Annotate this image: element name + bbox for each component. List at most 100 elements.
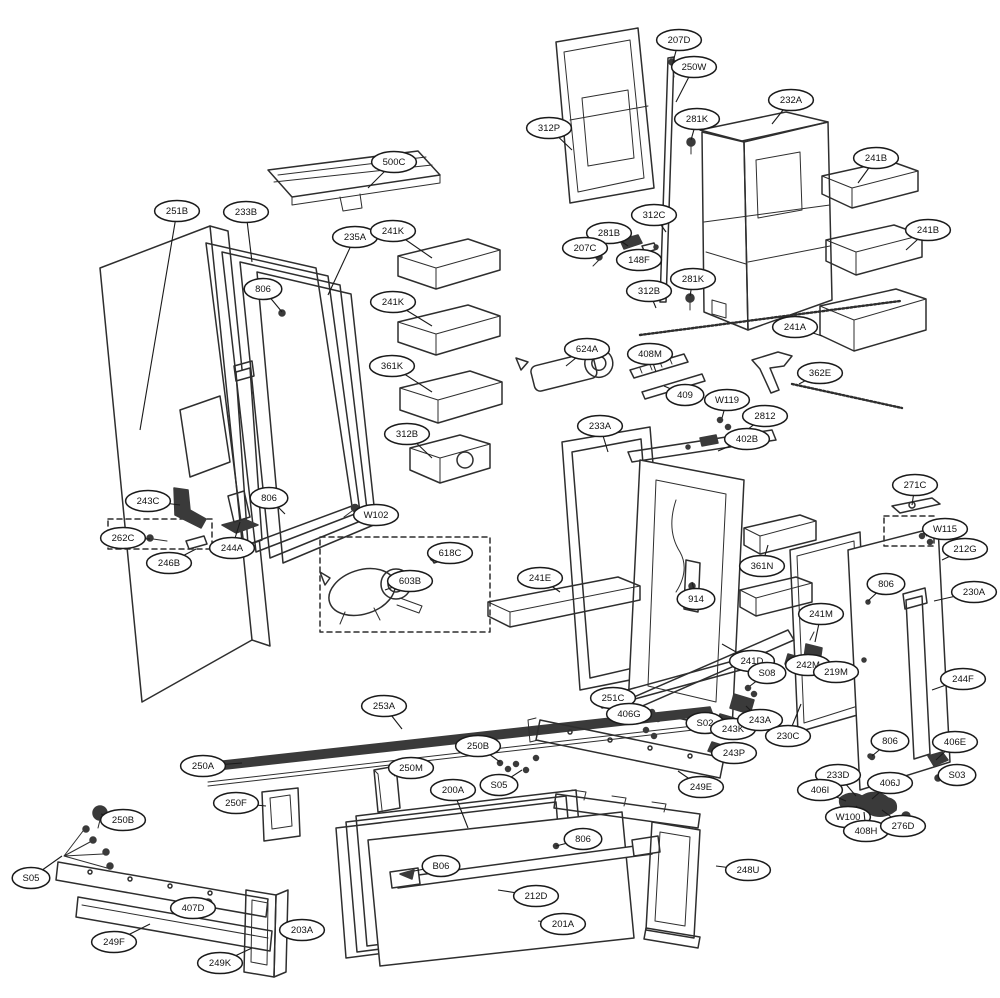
part-label-914: 914 (676, 581, 716, 611)
part-label-W115: W115 (921, 517, 969, 541)
label-bubble (673, 107, 721, 131)
label-bubble (169, 896, 217, 920)
label-bubble (421, 854, 461, 878)
label-bubble (891, 473, 939, 497)
label-text: 2812 (754, 411, 775, 422)
label-text: 250M (399, 763, 423, 774)
label-bubble (741, 404, 789, 428)
label-bubble (563, 827, 603, 851)
label-text: 281K (682, 274, 705, 285)
part-label-148F: 148F (615, 248, 663, 272)
label-bubble (866, 771, 914, 795)
label-bubble (212, 791, 260, 815)
label-text: 243C (137, 496, 160, 507)
label-text: 235A (344, 232, 367, 243)
label-bubble (429, 778, 477, 802)
part-label-407D: 407D (169, 896, 217, 920)
part-label-212G: 212G (941, 537, 989, 561)
label-text: 806 (261, 493, 277, 504)
label-text: S08 (759, 668, 776, 679)
part-label-281K: 281K (669, 267, 717, 297)
label-bubble (723, 427, 771, 451)
label-text: 406E (944, 737, 966, 748)
part-label-624A: 624A (563, 337, 611, 367)
label-text: 406I (811, 785, 830, 796)
label-bubble (665, 383, 705, 407)
label-text: 233A (589, 421, 612, 432)
part-label-250B: 250B (454, 734, 502, 763)
label-bubble (11, 866, 51, 890)
label-bubble (879, 814, 927, 838)
part-label-250W: 250W (670, 55, 718, 103)
part-label-203A: 203A (278, 918, 326, 942)
label-bubble (676, 587, 716, 611)
label-text: 312C (643, 210, 666, 221)
label-text: 281B (598, 228, 620, 239)
label-bubble (736, 708, 784, 732)
label-bubble (625, 279, 673, 303)
label-text: 212G (953, 544, 976, 555)
label-text: 244F (952, 674, 974, 685)
part-label-806: 806 (866, 572, 906, 602)
part-label-500C: 500C (367, 150, 418, 189)
label-bubble (812, 660, 860, 684)
part-label-806: 806 (555, 827, 603, 851)
part-label-241A: 241A (771, 315, 823, 339)
label-bubble (866, 572, 906, 596)
label-text: 618C (439, 548, 462, 559)
label-bubble (370, 150, 418, 174)
upper-hinge-bracket (883, 497, 941, 547)
label-bubble (921, 517, 969, 541)
label-bubble (771, 315, 819, 339)
label-bubble (796, 778, 844, 802)
label-bubble (585, 221, 633, 245)
label-text: 253A (373, 701, 396, 712)
part-label-312B: 312B (383, 422, 433, 459)
label-text: 243A (749, 715, 772, 726)
part-label-244A: 244A (208, 521, 256, 560)
label-bubble (852, 146, 900, 170)
support-rod (638, 299, 904, 410)
label-text: 241A (784, 322, 807, 333)
part-label-248U: 248U (715, 858, 772, 882)
part-label-249E: 249E (677, 770, 725, 799)
part-label-S08: S08 (747, 661, 787, 687)
part-label-271C: 271C (891, 473, 939, 506)
label-text: 402B (736, 434, 758, 445)
label-bubble (352, 503, 400, 527)
part-label-281B: 281B (585, 221, 633, 247)
part-label-241B: 241B (852, 146, 900, 184)
part-label-408M: 408M (626, 342, 674, 373)
right-support-bracket (553, 789, 701, 949)
part-label-262C: 262C (99, 526, 151, 550)
label-text: 242M (796, 660, 820, 671)
label-bubble (539, 912, 587, 936)
label-text: 207D (668, 35, 691, 46)
label-text: 230C (777, 731, 800, 742)
label-text: 408M (638, 349, 662, 360)
label-text: 203A (291, 925, 314, 936)
label-bubble (368, 354, 416, 378)
label-text: W100 (836, 812, 861, 823)
label-text: 241K (382, 226, 405, 237)
label-text: 200A (442, 785, 465, 796)
label-bubble (904, 218, 952, 242)
part-label-244F: 244F (931, 667, 987, 691)
part-label-200A: 200A (429, 778, 477, 829)
part-label-251B: 251B (139, 199, 201, 431)
label-bubble (939, 667, 987, 691)
part-label-235A: 235A (327, 225, 379, 296)
part-label-250M: 250M (387, 756, 435, 780)
label-bubble (369, 290, 417, 314)
label-bubble (950, 580, 998, 604)
part-label-250B: 250B (99, 808, 147, 832)
label-text: 250B (112, 815, 134, 826)
part-label-241E: 241E (516, 566, 564, 593)
label-text: 249E (690, 782, 712, 793)
label-bubble (630, 203, 678, 227)
center-baskets (739, 514, 817, 617)
label-bubble (796, 361, 844, 385)
label-bubble (525, 116, 573, 140)
label-text: 230A (963, 587, 986, 598)
label-bubble (670, 55, 718, 79)
